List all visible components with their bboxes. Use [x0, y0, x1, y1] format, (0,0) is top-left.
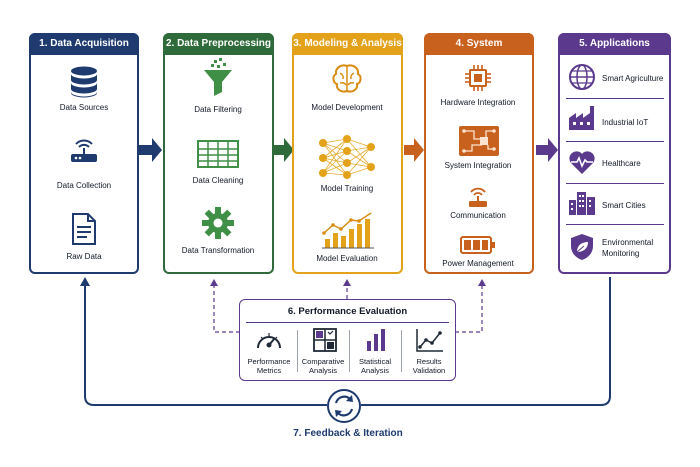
- wifi-router-icon: [467, 185, 489, 214]
- item-model-development: Model Development: [311, 103, 383, 112]
- gear-icon: [202, 207, 234, 244]
- city-icon: [568, 190, 596, 221]
- item-data-cleaning: Data Cleaning: [192, 176, 244, 185]
- stage-title: 2. Data Preprocessing: [163, 33, 274, 55]
- divider: [566, 183, 664, 184]
- item-data-filtering: Data Filtering: [194, 105, 242, 114]
- app-monitoring: Monitoring: [602, 249, 640, 258]
- divider: [297, 330, 298, 372]
- circuit-board-icon: [458, 125, 500, 162]
- item-data-collection: Data Collection: [56, 181, 112, 190]
- divider: [566, 98, 664, 99]
- app-smart-cities: Smart Cities: [602, 201, 646, 210]
- divider: [566, 224, 664, 225]
- router-icon: [69, 136, 99, 169]
- divider: [401, 330, 402, 372]
- stage-arrow-3-4: [404, 138, 424, 162]
- divider: [566, 141, 664, 142]
- document-icon: [71, 213, 97, 250]
- chip-icon: [464, 64, 492, 97]
- app-smart-agriculture: Smart Agriculture: [602, 74, 664, 83]
- bar-chart-icon: [364, 328, 388, 357]
- item-model-evaluation: Model Evaluation: [316, 254, 378, 263]
- line-chart-icon: [416, 328, 444, 357]
- funnel-icon: [202, 58, 234, 105]
- evaluation-title: 6. Performance Evaluation: [287, 306, 408, 317]
- stage-title: 3. Modeling & Analysis: [292, 33, 403, 55]
- stage-arrow-1-2: [138, 138, 162, 162]
- feedback-title: 7. Feedback & Iteration: [293, 428, 403, 439]
- stage-title: 4. System Implementation: [424, 33, 534, 71]
- divider: [246, 322, 449, 323]
- refresh-cycle-icon: [326, 388, 362, 429]
- app-environmental: Environmental: [602, 238, 654, 247]
- stage-arrow-4-5: [536, 138, 558, 162]
- item-model-training: Model Training: [320, 184, 374, 193]
- performance-evaluation-box: 6. Performance Evaluation: [239, 299, 456, 381]
- neural-network-icon: [317, 133, 377, 188]
- app-healthcare: Healthcare: [602, 159, 641, 168]
- item-data-sources: Data Sources: [59, 103, 109, 112]
- divider: [349, 330, 350, 372]
- item-system-integration: System Integration: [444, 161, 512, 170]
- item-hardware-integration: Hardware Integration: [440, 98, 516, 107]
- item-raw-data: Raw Data: [66, 252, 102, 261]
- gauge-icon: [255, 328, 283, 357]
- heart-pulse-icon: [568, 149, 596, 180]
- app-industrial-iot: Industrial IoT: [602, 118, 649, 127]
- bar-chart-icon: [321, 211, 375, 254]
- brain-icon: [331, 63, 363, 100]
- stage-title: 5. Applications: [558, 33, 671, 55]
- stage-arrow-2-3: [274, 138, 294, 162]
- database-icon: [70, 66, 98, 103]
- item-power-management: Power Management: [442, 259, 514, 268]
- leaf-shield-icon: [568, 233, 596, 266]
- stage-title: 1. Data Acquisition: [29, 33, 139, 55]
- item-communication: Communication: [450, 211, 506, 220]
- item-data-transformation: Data Transformation: [181, 246, 255, 255]
- battery-icon: [460, 236, 496, 259]
- factory-icon: [568, 105, 596, 136]
- globe-icon: [568, 63, 596, 96]
- stage-system-implementation: 4. System Implementation: [424, 33, 534, 274]
- comparison-grid-icon: [313, 328, 337, 357]
- feedback-loop-line: [84, 277, 611, 406]
- table-grid-icon: [197, 140, 239, 173]
